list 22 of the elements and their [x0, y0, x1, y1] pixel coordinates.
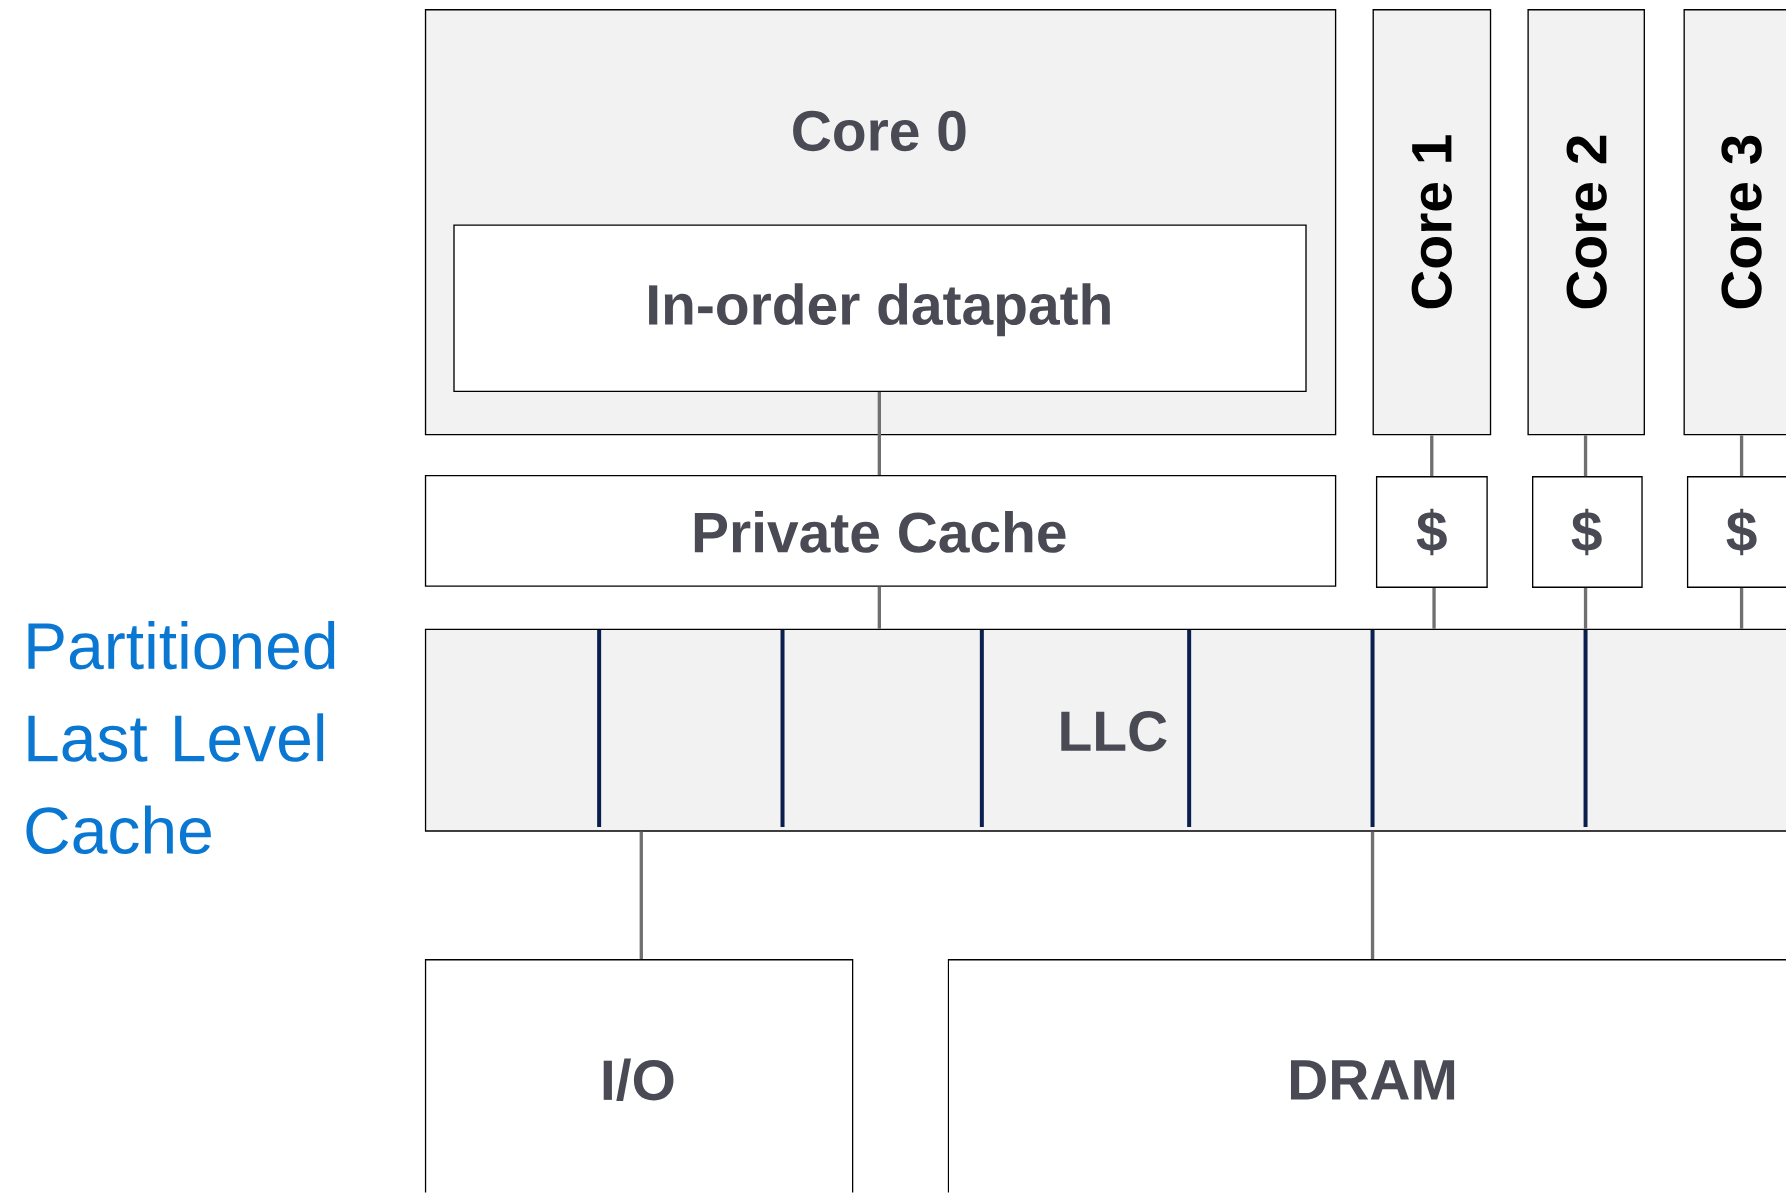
- connector-line: [1430, 435, 1434, 477]
- connector-line: [639, 831, 643, 960]
- core-box: Core 1: [1372, 9, 1492, 436]
- connector-line: [1432, 588, 1436, 629]
- io-box: I/O: [424, 959, 854, 1193]
- connector-line: [877, 392, 881, 476]
- side-label: Partitioned Last Level Cache: [26, 621, 335, 855]
- cache-box: $: [1532, 476, 1643, 589]
- connector-line: [877, 587, 881, 629]
- connector-line: [1739, 435, 1744, 477]
- llc-box: LLC: [424, 628, 1786, 832]
- core-box: Core 2: [1527, 9, 1645, 436]
- datapath-box: In-order datapath: [453, 224, 1307, 393]
- connector-line: [1583, 435, 1588, 477]
- connector-line: [1370, 831, 1375, 960]
- cache-box: $: [1375, 476, 1488, 589]
- cache-box: Private Cache: [424, 475, 1337, 587]
- connector-line: [1739, 588, 1744, 629]
- core-box: Core 3: [1683, 9, 1786, 436]
- connector-line: [1583, 588, 1588, 629]
- dram-box: DRAM: [947, 959, 1786, 1193]
- cache-box: $: [1686, 476, 1786, 589]
